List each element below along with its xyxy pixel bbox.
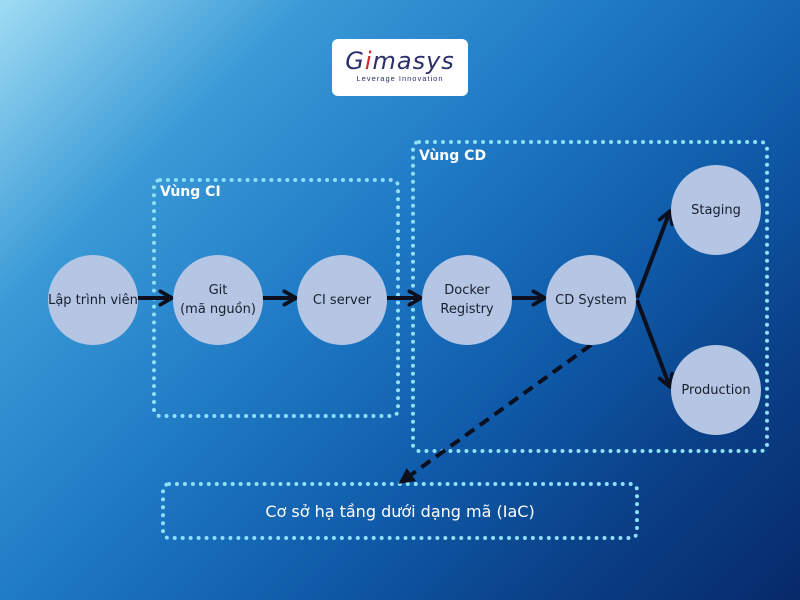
node-git-label-line1: Git <box>208 283 228 298</box>
logo-wordmark: Gimasys <box>345 49 455 73</box>
logo-letter-i: i <box>364 46 373 75</box>
node-docker-registry-label-line1: Docker <box>444 283 490 298</box>
node-docker-registry-label-line2: Registry <box>440 302 494 317</box>
node-cd-system-label: CD System <box>555 292 627 308</box>
node-developer-label: Lập trình viên <box>48 292 138 308</box>
node-staging-label: Staging <box>691 202 741 218</box>
node-production-label: Production <box>681 382 751 398</box>
logo-letter-g: G <box>345 46 365 75</box>
node-ci-server-label: CI server <box>312 292 372 308</box>
cd-zone-label: Vùng CD <box>419 148 487 164</box>
gimasys-logo: Gimasys Leverage Innovation <box>332 39 468 96</box>
node-production: Production <box>671 345 761 435</box>
iac-zone: Cơ sở hạ tầng dưới dạng mã (IaC) <box>161 482 639 540</box>
logo-letters-masys: masys <box>372 46 455 75</box>
ci-zone-label: Vùng CI <box>160 184 221 200</box>
node-ci-server: CI server <box>297 255 387 345</box>
node-cd-system: CD System <box>546 255 636 345</box>
node-docker-registry: Docker Registry <box>422 255 512 345</box>
logo-tagline: Leverage Innovation <box>356 73 444 83</box>
node-staging: Staging <box>671 165 761 255</box>
iac-zone-label: Cơ sở hạ tầng dưới dạng mã (IaC) <box>265 501 535 521</box>
node-git-label-line2: (mã nguồn) <box>180 302 256 317</box>
node-git: Git (mã nguồn) <box>173 255 263 345</box>
node-developer: Lập trình viên <box>48 255 138 345</box>
